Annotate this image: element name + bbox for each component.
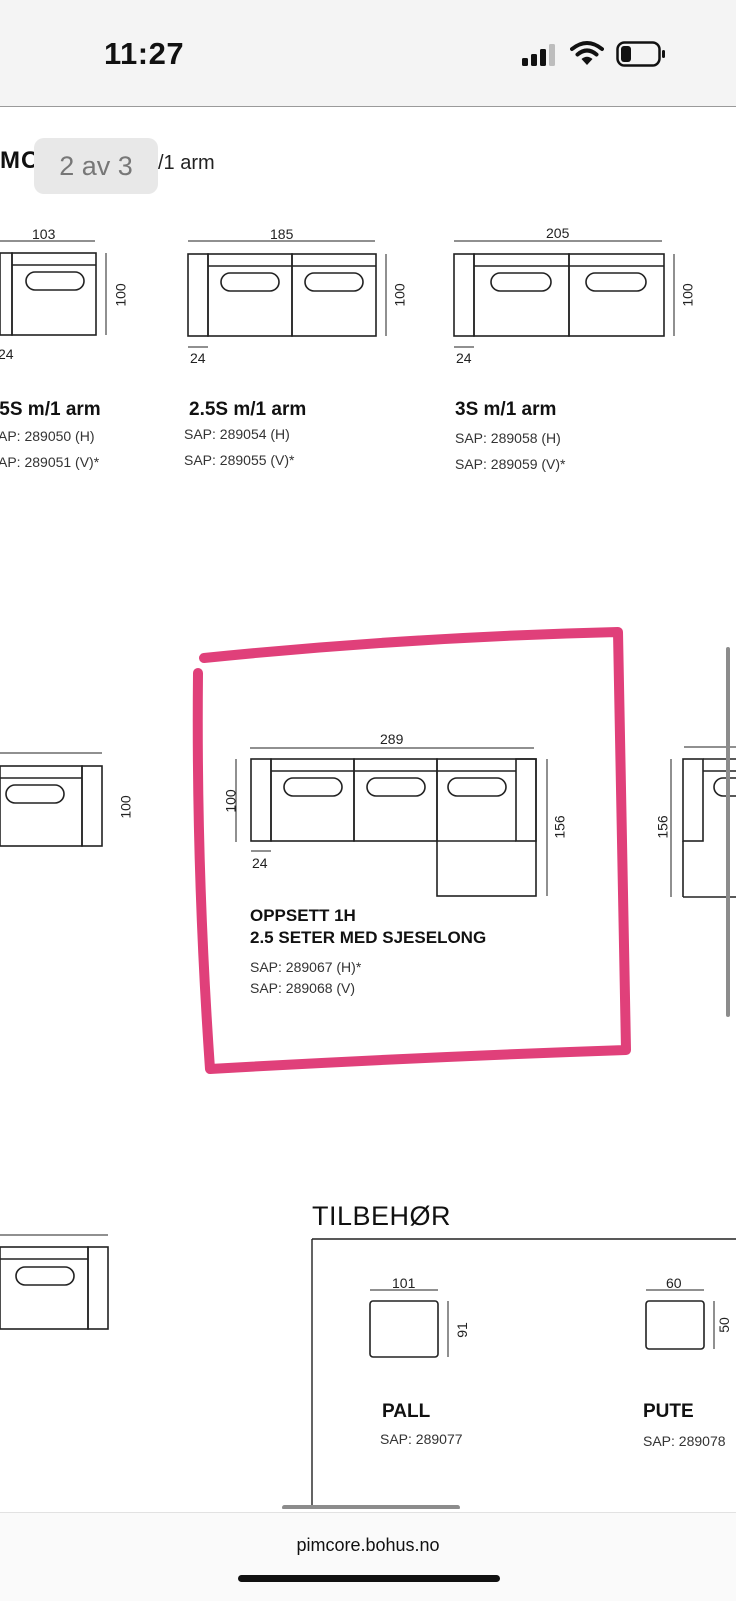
product-title-2: 2.5S m/1 arm (189, 399, 307, 420)
dim-depth-2: 100 (391, 283, 408, 307)
dim-arm-1: 24 (0, 346, 14, 362)
product-title-1: .5S m/1 arm (0, 399, 101, 420)
pall-drawing (369, 1289, 449, 1358)
dim-width-pute: 60 (666, 1275, 682, 1291)
product-sap-1b: AP: 289051 (V)* (0, 454, 100, 470)
product-title-pute: PUTE (643, 1401, 694, 1422)
dim-depth-pall: 91 (453, 1322, 470, 1338)
dim-depth-main: 100 (222, 789, 239, 813)
dim-width-main: 289 (380, 731, 404, 747)
pdf-viewer[interactable]: MO /1 arm 2 av 3 (0, 107, 736, 1509)
sofa-drawing-bottom-left-partial (0, 1234, 109, 1330)
page-header-subtitle: /1 arm (158, 152, 215, 174)
clock: 11:27 (104, 36, 185, 71)
cellular-signal-icon (522, 44, 555, 66)
dim-depth-3: 100 (679, 283, 696, 307)
product-sap-pall: SAP: 289077 (380, 1431, 463, 1447)
dim-width-pall: 101 (392, 1275, 416, 1291)
dim-width-1: 103 (32, 226, 56, 242)
horizontal-scrollbar[interactable] (282, 1505, 460, 1509)
sofa-drawing-3 (453, 240, 675, 348)
highlight-annotation (192, 627, 631, 1074)
catalog-drawings (0, 240, 736, 1509)
dim-depth-left: 100 (117, 795, 134, 819)
product-title-pall: PALL (382, 1401, 431, 1422)
product-sap-2b: SAP: 289055 (V)* (184, 452, 295, 468)
dim-arm-main: 24 (252, 855, 268, 871)
home-indicator[interactable] (238, 1575, 500, 1582)
url-text[interactable]: pimcore.bohus.no (296, 1535, 440, 1555)
dim-arm-3: 24 (456, 350, 472, 366)
dim-depth-pute: 50 (715, 1317, 732, 1333)
dim-arm-2: 24 (190, 350, 206, 366)
sofa-drawing-left-partial (0, 752, 103, 847)
product-sap-pute: SAP: 289078 (643, 1433, 726, 1449)
page-indicator: 2 av 3 (34, 138, 158, 194)
status-bar: 11:27 (0, 0, 736, 107)
vertical-scrollbar[interactable] (726, 647, 730, 1017)
product-sap-main-b: SAP: 289068 (V) (250, 980, 356, 996)
dim-width-3: 205 (546, 225, 570, 241)
page-header-title: MO (0, 147, 41, 174)
product-sap-3b: SAP: 289059 (V)* (455, 456, 566, 472)
dim-depth-right: 156 (654, 815, 671, 839)
browser-address-bar[interactable]: pimcore.bohus.no (0, 1512, 736, 1601)
product-sap-1a: AP: 289050 (H) (0, 428, 95, 444)
product-title-main-1: OPPSETT 1H (250, 906, 356, 925)
product-title-main-2: 2.5 SETER MED SJESELONG (250, 928, 487, 947)
sofa-drawing-2 (187, 240, 387, 348)
sofa-drawing-main (235, 747, 548, 897)
wifi-icon (570, 41, 604, 65)
dim-depth-1: 100 (112, 283, 129, 307)
product-title-3: 3S m/1 arm (455, 399, 557, 420)
product-sap-2a: SAP: 289054 (H) (184, 426, 290, 442)
dim-chaise-main: 156 (551, 815, 568, 839)
sofa-drawing-right-partial (670, 746, 736, 898)
battery-icon (616, 41, 665, 67)
dim-width-2: 185 (270, 226, 294, 242)
section-heading-accessories: TILBEHØR (312, 1201, 452, 1231)
sofa-drawing-1 (0, 240, 107, 336)
product-sap-3a: SAP: 289058 (H) (455, 430, 561, 446)
product-sap-main-a: SAP: 289067 (H)* (250, 959, 362, 975)
pute-drawing (645, 1289, 715, 1350)
